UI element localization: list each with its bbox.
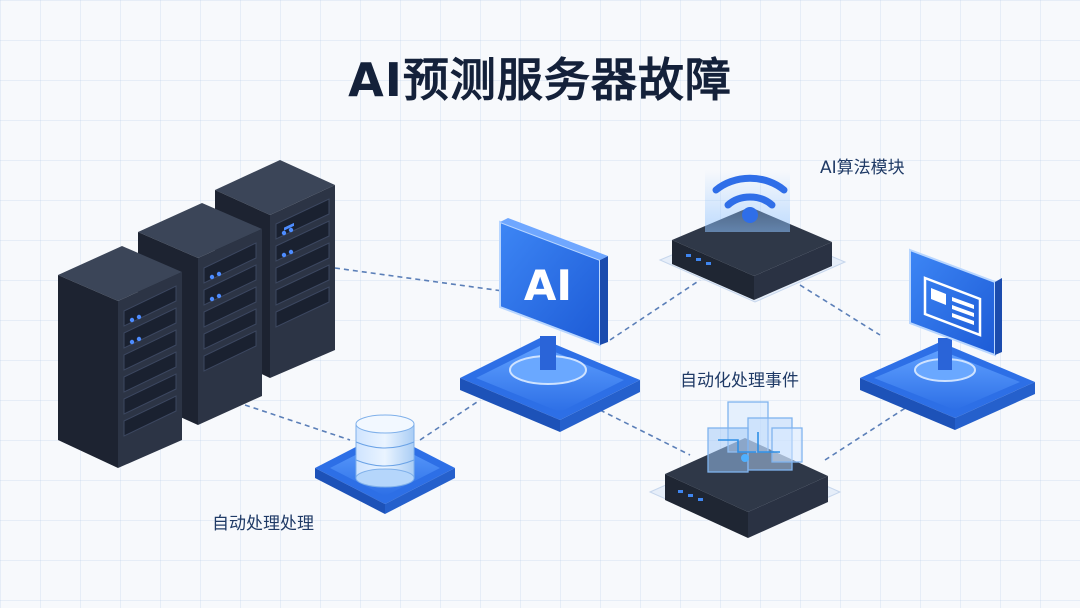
server-rack-1	[58, 246, 182, 468]
link-db-ai	[420, 400, 480, 440]
auto-event-node	[650, 402, 840, 538]
label-auto-process: 自动处理处理	[212, 509, 314, 534]
monitor-node	[860, 250, 1035, 430]
algorithm-module-node	[660, 170, 845, 302]
database-node	[315, 415, 455, 514]
hologram-panels	[708, 402, 802, 472]
link-servers-ai	[335, 268, 510, 292]
ai-node-text: AI	[524, 261, 572, 310]
link-algorithm-monitor	[800, 285, 880, 335]
ai-node: AI	[460, 218, 640, 432]
link-ai-event	[600, 410, 690, 455]
link-servers-db	[245, 405, 350, 440]
label-algorithm-module: AI算法模块	[820, 153, 905, 178]
link-event-monitor	[825, 405, 910, 460]
server-racks	[58, 160, 335, 468]
link-ai-algorithm	[610, 280, 700, 340]
label-auto-event: 自动化处理事件	[680, 366, 799, 391]
